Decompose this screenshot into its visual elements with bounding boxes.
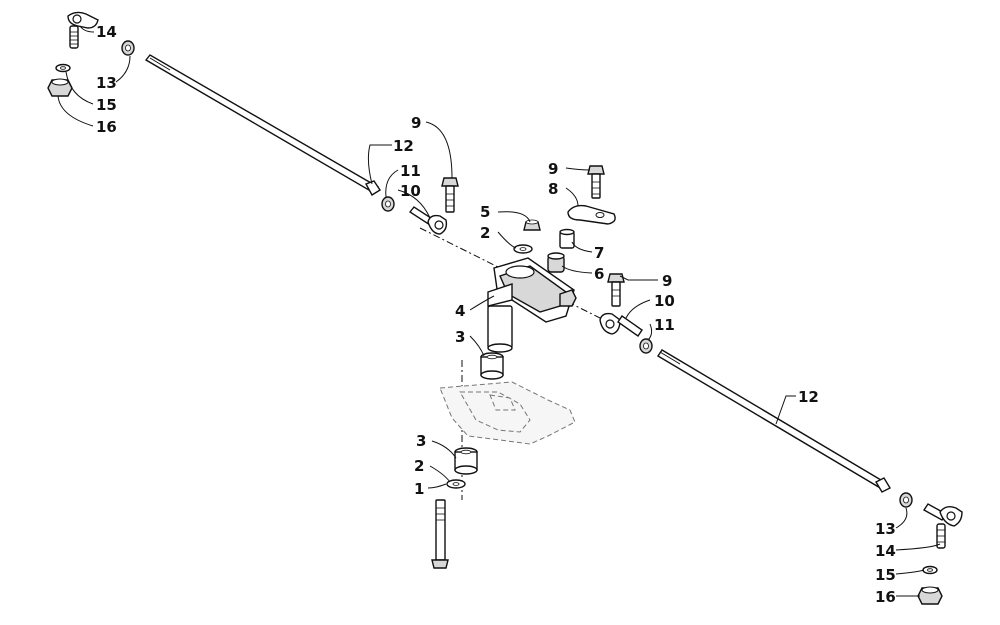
spacer xyxy=(559,228,575,249)
callout-labels: 14 13 15 16 9 12 11 10 9 8 5 2 7 6 9 4 1… xyxy=(96,23,896,606)
tie-rod-end-left xyxy=(67,11,99,49)
callout-11-right: 11 xyxy=(654,316,675,334)
callout-15-left: 15 xyxy=(96,96,117,114)
callout-10-left: 10 xyxy=(400,182,421,200)
bushing-upper xyxy=(480,352,504,380)
callout-2-top: 2 xyxy=(480,224,490,242)
washer-top xyxy=(513,244,533,254)
washer-left xyxy=(55,63,71,73)
callout-12-left: 12 xyxy=(393,137,414,155)
callout-9-right: 9 xyxy=(662,272,672,290)
jam-nut-inner-right xyxy=(639,338,653,354)
pivot-bolt xyxy=(431,499,449,569)
callout-15-right: 15 xyxy=(875,566,896,584)
tie-rod-right xyxy=(657,349,891,493)
callout-10-right: 10 xyxy=(654,292,675,310)
bracket xyxy=(567,204,616,225)
callout-12-right: 12 xyxy=(798,388,819,406)
bolt-inner-left xyxy=(441,177,459,213)
lock-nut-right xyxy=(917,586,943,605)
jam-nut-inner-left xyxy=(381,196,395,212)
callout-13-right: 13 xyxy=(875,520,896,538)
bushing xyxy=(547,252,565,273)
leader-lines xyxy=(57,25,941,597)
callout-1: 1 xyxy=(414,480,424,498)
chassis-frame-outline xyxy=(439,381,576,445)
bolt-inner-right xyxy=(607,273,625,307)
callout-5: 5 xyxy=(480,203,490,221)
jam-nut-right xyxy=(899,492,913,508)
washer-bottom xyxy=(446,479,466,489)
bushing-lower xyxy=(454,447,478,475)
callout-16-right: 16 xyxy=(875,588,896,606)
callout-16-left: 16 xyxy=(96,118,117,136)
washer-right xyxy=(922,565,938,575)
nut-top xyxy=(523,219,541,231)
jam-nut-pivot xyxy=(559,289,577,307)
callout-3-top: 3 xyxy=(455,328,465,346)
bolt-top xyxy=(587,165,605,199)
callout-6: 6 xyxy=(594,265,604,283)
callout-11-left: 11 xyxy=(400,162,421,180)
callout-14-right: 14 xyxy=(875,542,896,560)
callout-3-bottom: 3 xyxy=(416,432,426,450)
callout-9-left: 9 xyxy=(411,114,421,132)
callout-13-left: 13 xyxy=(96,74,117,92)
tie-rod-end-inner-right xyxy=(599,312,643,337)
tie-rod-left xyxy=(144,54,381,196)
callout-4: 4 xyxy=(455,302,465,320)
tie-rod-end-inner-left xyxy=(408,206,448,235)
callout-2-bottom: 2 xyxy=(414,457,424,475)
callout-8: 8 xyxy=(548,180,558,198)
callout-7: 7 xyxy=(594,244,604,262)
callout-9-top: 9 xyxy=(548,160,558,178)
callout-14-left: 14 xyxy=(96,23,117,41)
tie-rod-end-right xyxy=(922,503,963,549)
jam-nut-left xyxy=(121,40,135,56)
